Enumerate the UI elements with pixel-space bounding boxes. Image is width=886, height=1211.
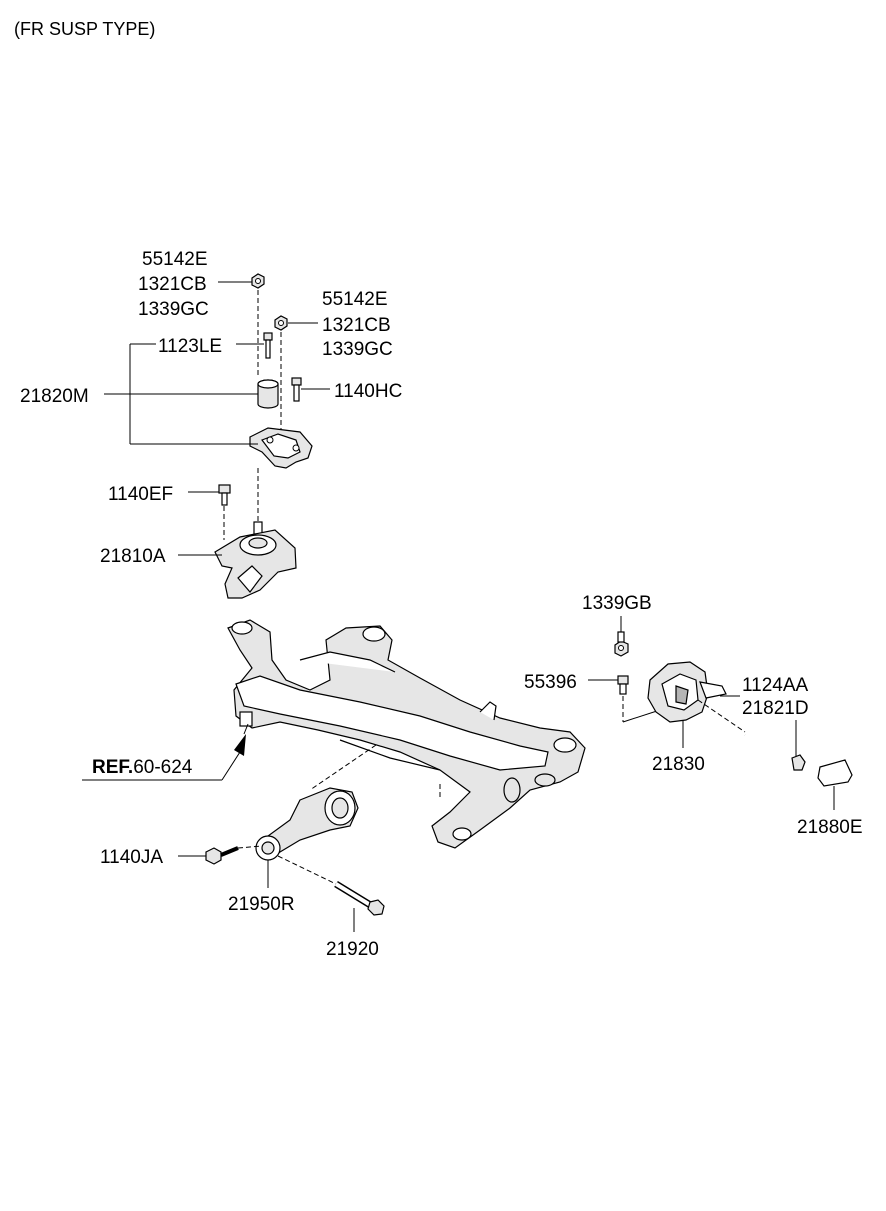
- bushing-icon: [257, 379, 279, 409]
- bolt-icon: [218, 484, 231, 506]
- label-55396: 55396: [524, 672, 577, 693]
- engine-mount-icon: [214, 521, 297, 599]
- label-1339gc-1: 1339GC: [138, 299, 209, 320]
- right-mount-assembly: [614, 631, 853, 787]
- label-21950r: 21950R: [228, 894, 295, 915]
- bolt-icon: [334, 881, 385, 916]
- label-1123le: 1123LE: [158, 336, 222, 357]
- torque-rod-icon: [255, 787, 359, 861]
- label-1321cb-2: 1321CB: [322, 315, 391, 336]
- label-1140ef: 1140EF: [108, 484, 173, 505]
- label-55142e-1: 55142E: [142, 249, 208, 270]
- part-labels: 55142E 1321CB 1339GC 55142E 1321CB 1339G…: [20, 249, 863, 960]
- label-21821d: 21821D: [742, 698, 809, 719]
- diagram-title: (FR SUSP TYPE): [14, 19, 155, 39]
- nut-icon: [614, 631, 629, 657]
- label-1339gc-2: 1339GC: [322, 339, 393, 360]
- label-21810a: 21810A: [100, 546, 166, 567]
- label-21920: 21920: [326, 939, 379, 960]
- subframe-crossmember: [227, 619, 586, 849]
- top-mount-assembly: [214, 273, 313, 599]
- ref-label: REF.60-624: [92, 757, 193, 778]
- label-1140hc: 1140HC: [334, 381, 402, 402]
- label-55142e-2: 55142E: [322, 289, 388, 310]
- ref-arrow-icon: [234, 734, 246, 756]
- label-1339gb: 1339GB: [582, 593, 652, 614]
- nut-icon: [251, 273, 265, 289]
- label-21820m: 21820M: [20, 386, 89, 407]
- label-21830: 21830: [652, 754, 705, 775]
- label-1140ja: 1140JA: [100, 847, 163, 868]
- long-bolt-icon: [744, 733, 806, 771]
- ref-number: 60-624: [133, 757, 193, 778]
- bolt-icon: [263, 332, 273, 359]
- bracket-icon: [249, 427, 313, 469]
- label-1124aa: 1124AA: [742, 675, 809, 696]
- bolt-icon: [205, 846, 239, 865]
- bolt-icon: [617, 675, 629, 695]
- ref-prefix: REF.: [92, 757, 133, 778]
- leader-lines: [82, 281, 835, 932]
- cover-plate-icon: [817, 759, 853, 787]
- transmission-mount-icon: [647, 661, 727, 723]
- torque-rod-assembly: [205, 787, 385, 916]
- label-1321cb-1: 1321CB: [138, 274, 207, 295]
- label-21880e: 21880E: [797, 817, 863, 838]
- nut-icon: [274, 315, 288, 331]
- bolt-icon: [291, 377, 302, 402]
